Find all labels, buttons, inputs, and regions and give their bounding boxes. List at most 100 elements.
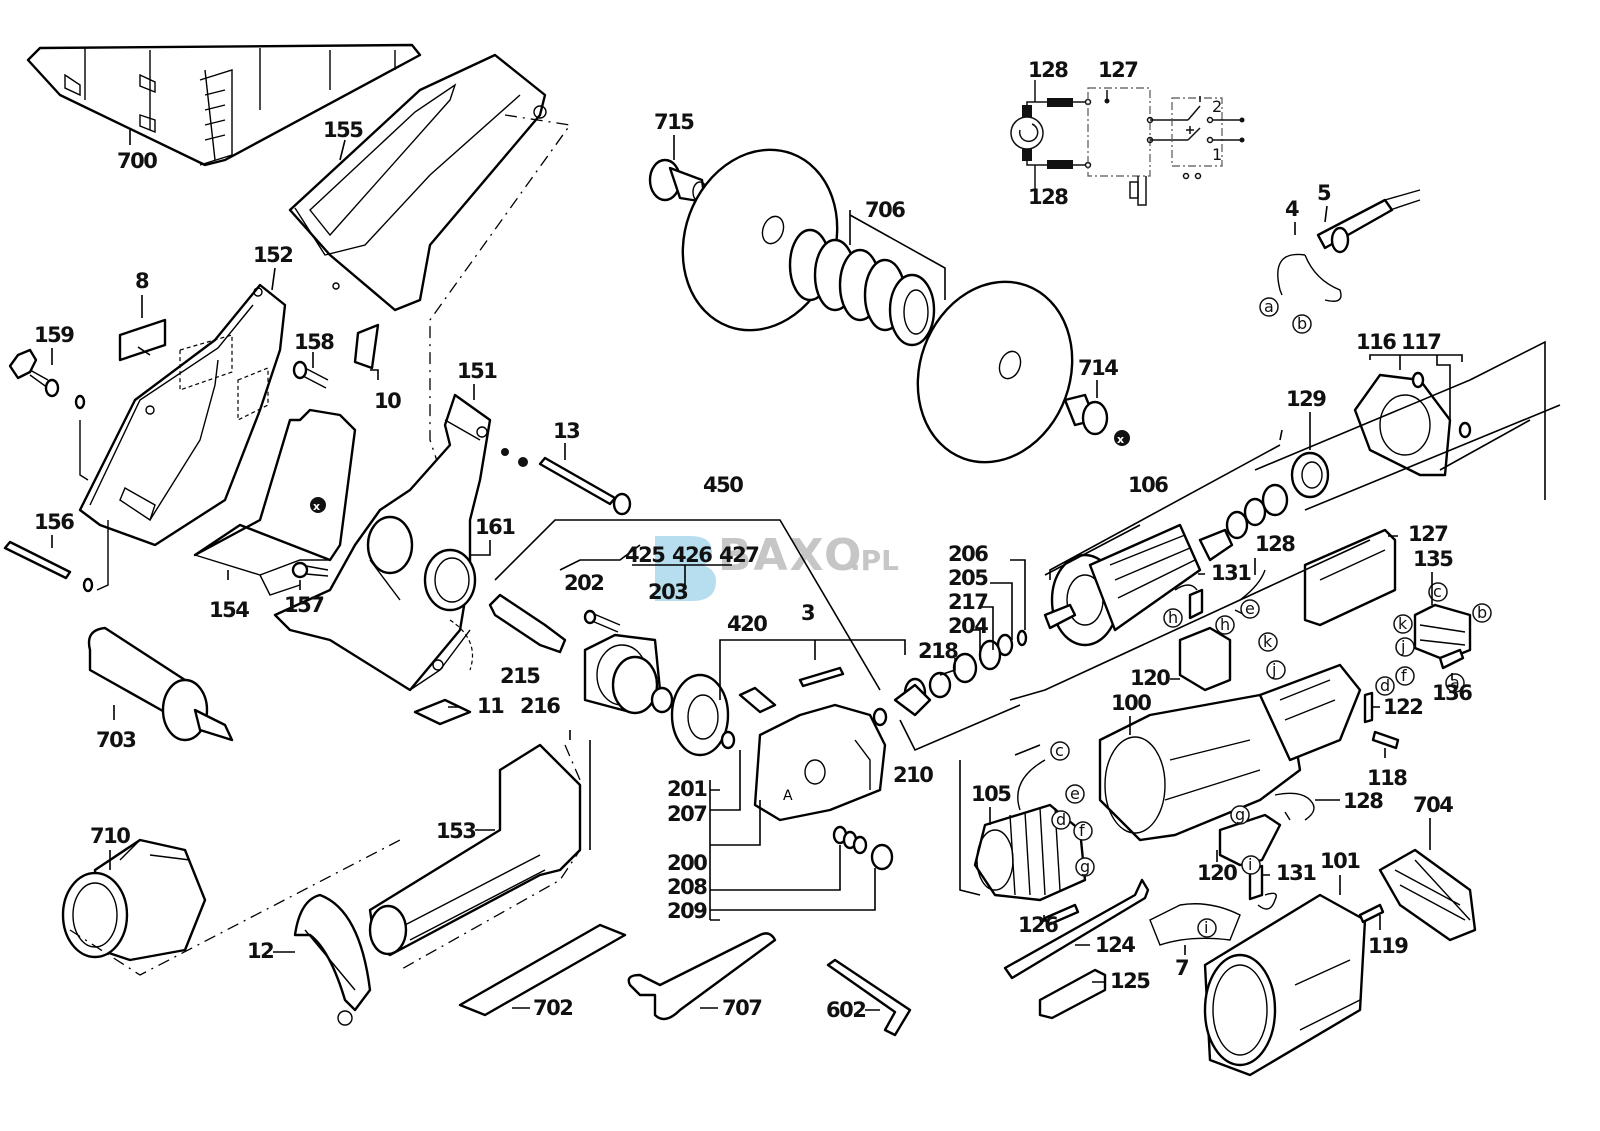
label-427: 427 bbox=[719, 543, 758, 567]
callout-i-holder: i bbox=[1241, 855, 1261, 875]
wiring-schematic: 128 128 127 2 1 bbox=[1010, 58, 1245, 209]
callout-k-module: k bbox=[1258, 632, 1278, 652]
label-204: 204 bbox=[948, 614, 988, 638]
part-labels: 700 155 152 8 159 158 10 151 13 156 161 … bbox=[34, 110, 1474, 1022]
label-100: 100 bbox=[1111, 691, 1151, 715]
callout-a-cable: a bbox=[1259, 297, 1279, 317]
label-8: 8 bbox=[135, 269, 149, 293]
part-105-field-coil bbox=[973, 759, 1087, 902]
callout-letter: c bbox=[1055, 741, 1064, 760]
schematic-label-127: 127 bbox=[1098, 58, 1137, 82]
part-157-screw bbox=[291, 561, 329, 579]
part-washer bbox=[650, 686, 674, 714]
callout-g-coil: g bbox=[1075, 857, 1095, 877]
label-117: 117 bbox=[1401, 330, 1440, 354]
label-215: 215 bbox=[500, 664, 540, 688]
part-106-armature bbox=[1043, 444, 1281, 647]
label-5: 5 bbox=[1317, 181, 1331, 205]
part-155-dust-hood bbox=[288, 53, 572, 471]
part-156-pin bbox=[3, 540, 94, 593]
callout-b-switch: b bbox=[1472, 603, 1492, 623]
label-12: 12 bbox=[247, 939, 273, 963]
label-425: 425 bbox=[625, 543, 665, 567]
callout-g-wire: g bbox=[1230, 805, 1250, 825]
callout-letter: e bbox=[1070, 784, 1080, 803]
svg-text:A: A bbox=[783, 788, 793, 804]
callout-letter: e bbox=[1245, 599, 1255, 618]
label-122: 122 bbox=[1383, 695, 1422, 719]
label-704: 704 bbox=[1413, 793, 1453, 817]
label-158: 158 bbox=[294, 330, 334, 354]
label-707: 707 bbox=[722, 996, 761, 1020]
label-129: 129 bbox=[1286, 387, 1326, 411]
x-marker-icon bbox=[1114, 430, 1130, 446]
part-714-clamp-flange: x bbox=[1063, 393, 1130, 446]
label-208: 208 bbox=[667, 875, 707, 899]
callout-letter: j bbox=[1271, 660, 1276, 679]
label-119: 119 bbox=[1368, 934, 1408, 958]
part-715-flange-nut bbox=[648, 158, 708, 204]
label-101: 101 bbox=[1320, 849, 1360, 873]
callout-c-coil: c bbox=[1050, 741, 1070, 761]
part-200-gear-housing: A bbox=[753, 703, 887, 822]
label-116: 116 bbox=[1356, 330, 1396, 354]
callout-letter: c bbox=[1433, 582, 1442, 601]
label-13: 13 bbox=[553, 419, 579, 443]
label-154: 154 bbox=[209, 598, 249, 622]
part-100-motor-housing bbox=[1098, 663, 1362, 842]
part-125-slide-switch bbox=[1038, 968, 1107, 1020]
callout-letter: g bbox=[1235, 805, 1245, 824]
label-702: 702 bbox=[533, 996, 572, 1020]
part-161-ring bbox=[423, 548, 477, 612]
part-136-screw bbox=[1438, 648, 1465, 670]
label-450: 450 bbox=[703, 473, 743, 497]
part-101-handle-housing bbox=[1203, 893, 1367, 1077]
schematic-label-128-bottom: 128 bbox=[1028, 185, 1068, 209]
part-122-cable-clamp bbox=[1363, 691, 1374, 724]
label-120-upper: 120 bbox=[1130, 666, 1170, 690]
part-700-case bbox=[26, 43, 422, 167]
callout-j-switch: j bbox=[1395, 637, 1415, 657]
callout-letter: g bbox=[1080, 857, 1090, 876]
label-105: 105 bbox=[971, 782, 1011, 806]
screw-x-marker-icon bbox=[310, 497, 326, 513]
callout-k-switch: k bbox=[1393, 614, 1413, 634]
part-131-carbon-brush bbox=[1188, 588, 1204, 620]
part-118-screw bbox=[1371, 730, 1400, 750]
callout-h-holder: h bbox=[1215, 615, 1235, 635]
callout-letter: i bbox=[1204, 918, 1208, 937]
part-4-5-cable bbox=[1277, 189, 1421, 302]
svg-text:x: x bbox=[1117, 433, 1124, 446]
callout-letter: d bbox=[1056, 810, 1066, 829]
part-124-switch-rod bbox=[1003, 878, 1150, 980]
part-119-screw bbox=[1358, 903, 1385, 924]
callout-d-coil: d bbox=[1051, 810, 1071, 830]
label-131-upper: 131 bbox=[1211, 561, 1251, 585]
label-127: 127 bbox=[1408, 522, 1447, 546]
part-209-button bbox=[870, 843, 894, 871]
part-126-spring bbox=[1043, 903, 1080, 927]
svg-text:x: x bbox=[313, 500, 320, 513]
watermark-text: BAXO bbox=[718, 530, 863, 581]
watermark: BAXO .PL bbox=[655, 530, 899, 601]
label-136: 136 bbox=[1432, 681, 1472, 705]
watermark-suffix: .PL bbox=[850, 544, 899, 577]
part-207-pin bbox=[738, 686, 777, 714]
schematic-switch-pos-1: 1 bbox=[1212, 145, 1222, 164]
part-116-flange bbox=[1353, 340, 1546, 500]
callout-h-brush: h bbox=[1163, 608, 1183, 628]
schematic-switch-pos-2: 2 bbox=[1212, 97, 1222, 116]
label-3: 3 bbox=[801, 601, 814, 625]
part-707-wrench bbox=[627, 932, 777, 1021]
part-120-brush-holder-upper bbox=[1178, 626, 1232, 692]
label-157: 157 bbox=[284, 593, 323, 617]
part-602-hex-key bbox=[826, 958, 912, 1037]
callout-letter: d bbox=[1380, 676, 1390, 695]
part-203-oring bbox=[611, 655, 659, 715]
label-206: 206 bbox=[948, 542, 988, 566]
label-202: 202 bbox=[564, 571, 603, 595]
label-210: 210 bbox=[893, 763, 933, 787]
callout-letter: i bbox=[1248, 855, 1252, 874]
label-135: 135 bbox=[1413, 547, 1453, 571]
